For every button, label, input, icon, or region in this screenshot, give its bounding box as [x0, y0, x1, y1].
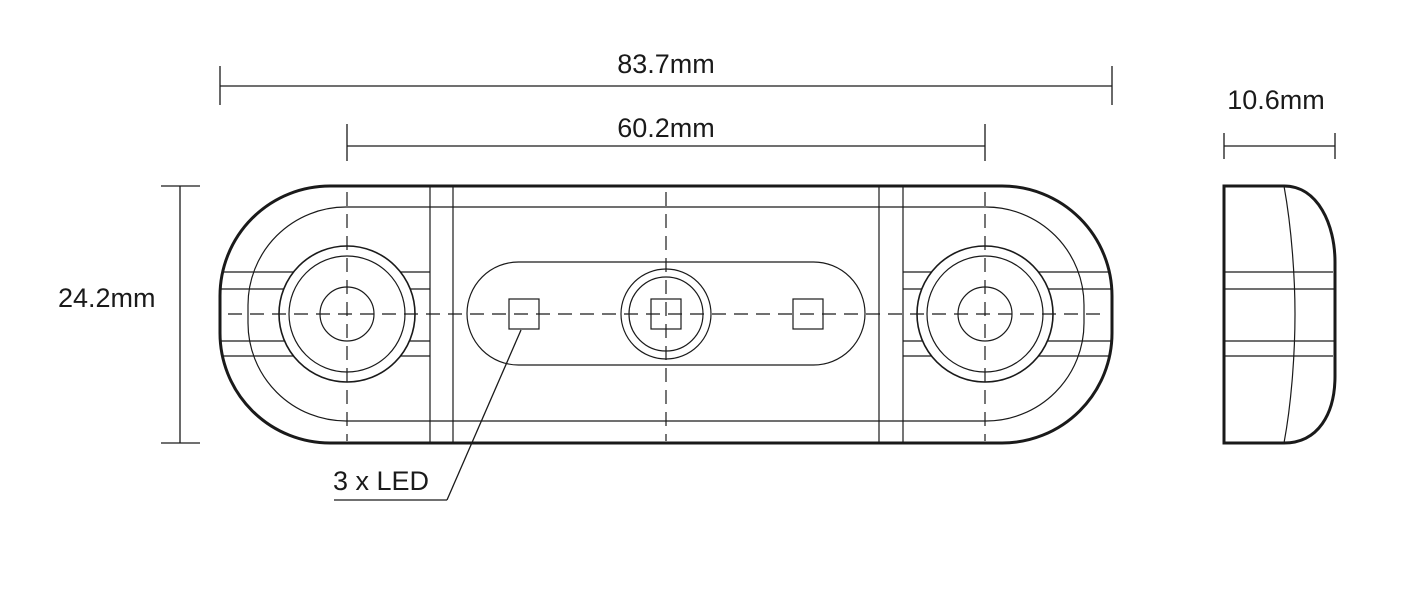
led-callout: 3 x LED [333, 329, 522, 501]
hole-spacing-dimension: 60.2mm [346, 113, 986, 161]
led-callout-label: 3 x LED [333, 466, 429, 496]
side-view [1222, 184, 1337, 445]
overall-length-label: 83.7mm [617, 49, 715, 79]
height-label: 24.2mm [58, 283, 156, 313]
overall-length-dimension: 83.7mm [219, 49, 1113, 105]
housing-inner-contour [247, 206, 1085, 422]
housing-outline [218, 184, 1114, 445]
hole-spacing-label: 60.2mm [617, 113, 715, 143]
depth-label: 10.6mm [1227, 85, 1325, 115]
front-view [218, 184, 1114, 445]
height-dimension: 24.2mm [58, 185, 200, 444]
side-profile [1222, 184, 1337, 445]
depth-dimension: 10.6mm [1223, 85, 1336, 159]
